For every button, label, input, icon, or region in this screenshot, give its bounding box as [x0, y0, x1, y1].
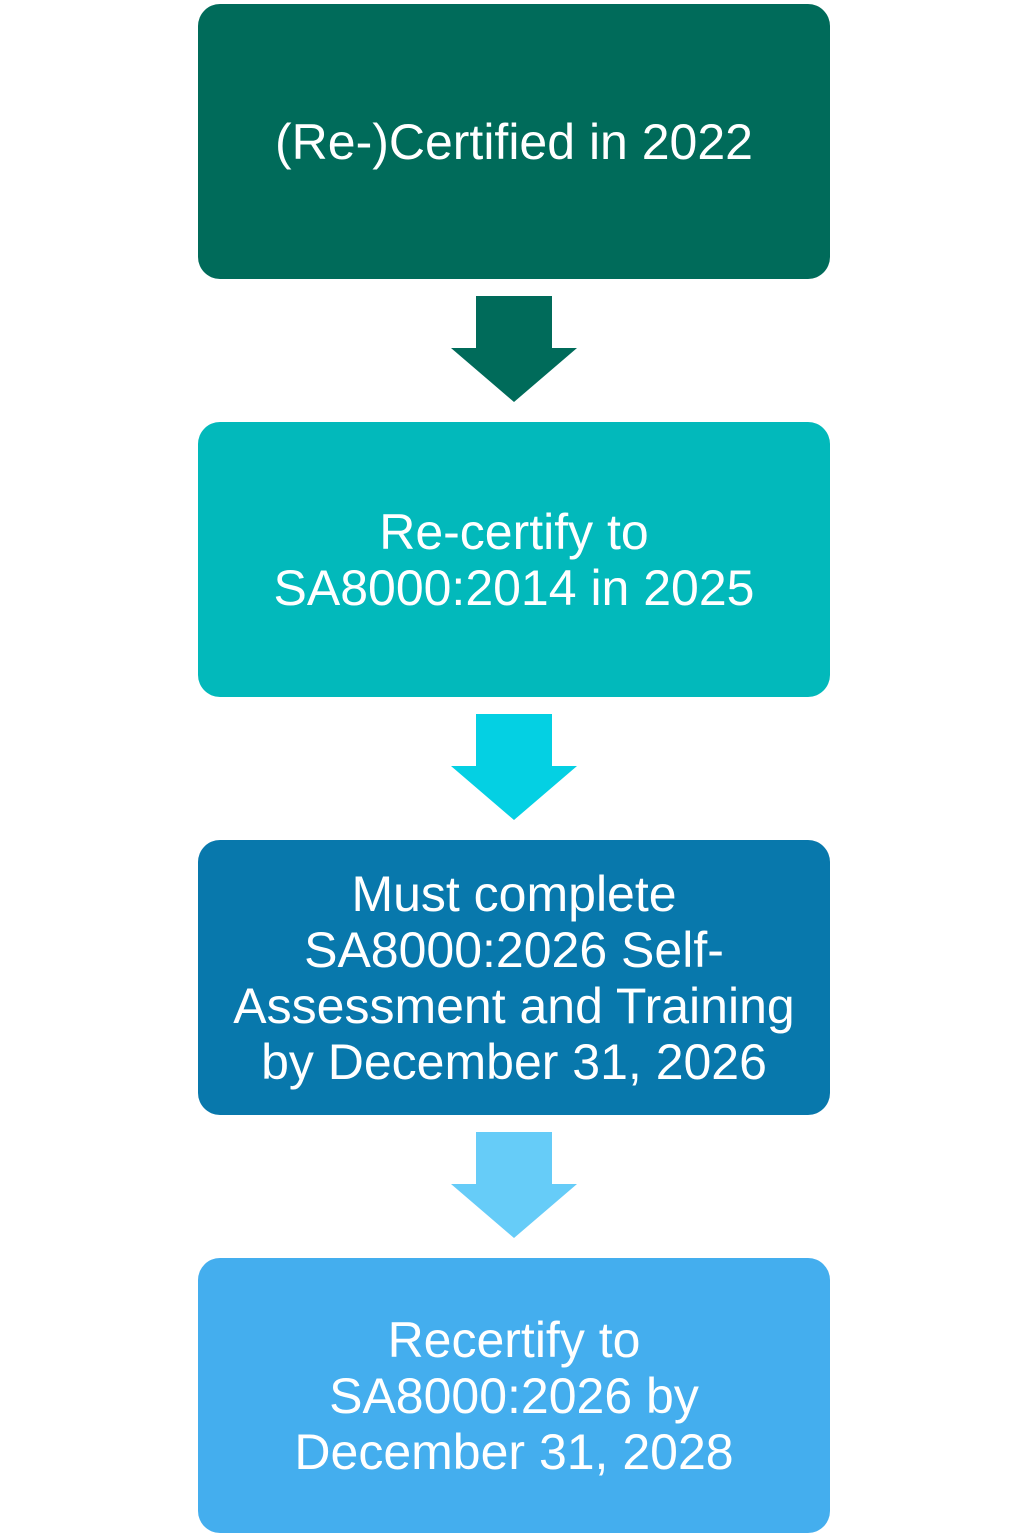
step-recertify-2014: Re-certify to SA8000:2014 in 2025	[198, 422, 830, 697]
step-label: Must complete SA8000:2026 Self- Assessme…	[233, 865, 795, 1090]
step-label: (Re-)Certified in 2022	[275, 113, 753, 170]
down-arrow-icon	[451, 1132, 577, 1238]
down-arrow-icon	[451, 296, 577, 402]
step-self-assessment-training: Must complete SA8000:2026 Self- Assessme…	[198, 840, 830, 1115]
step-recertify-2026: Recertify to SA8000:2026 by December 31,…	[198, 1258, 830, 1533]
step-certified-2022: (Re-)Certified in 2022	[198, 4, 830, 279]
step-label: Re-certify to SA8000:2014 in 2025	[273, 503, 755, 616]
step-label: Recertify to SA8000:2026 by December 31,…	[294, 1311, 734, 1480]
down-arrow-icon	[451, 714, 577, 820]
